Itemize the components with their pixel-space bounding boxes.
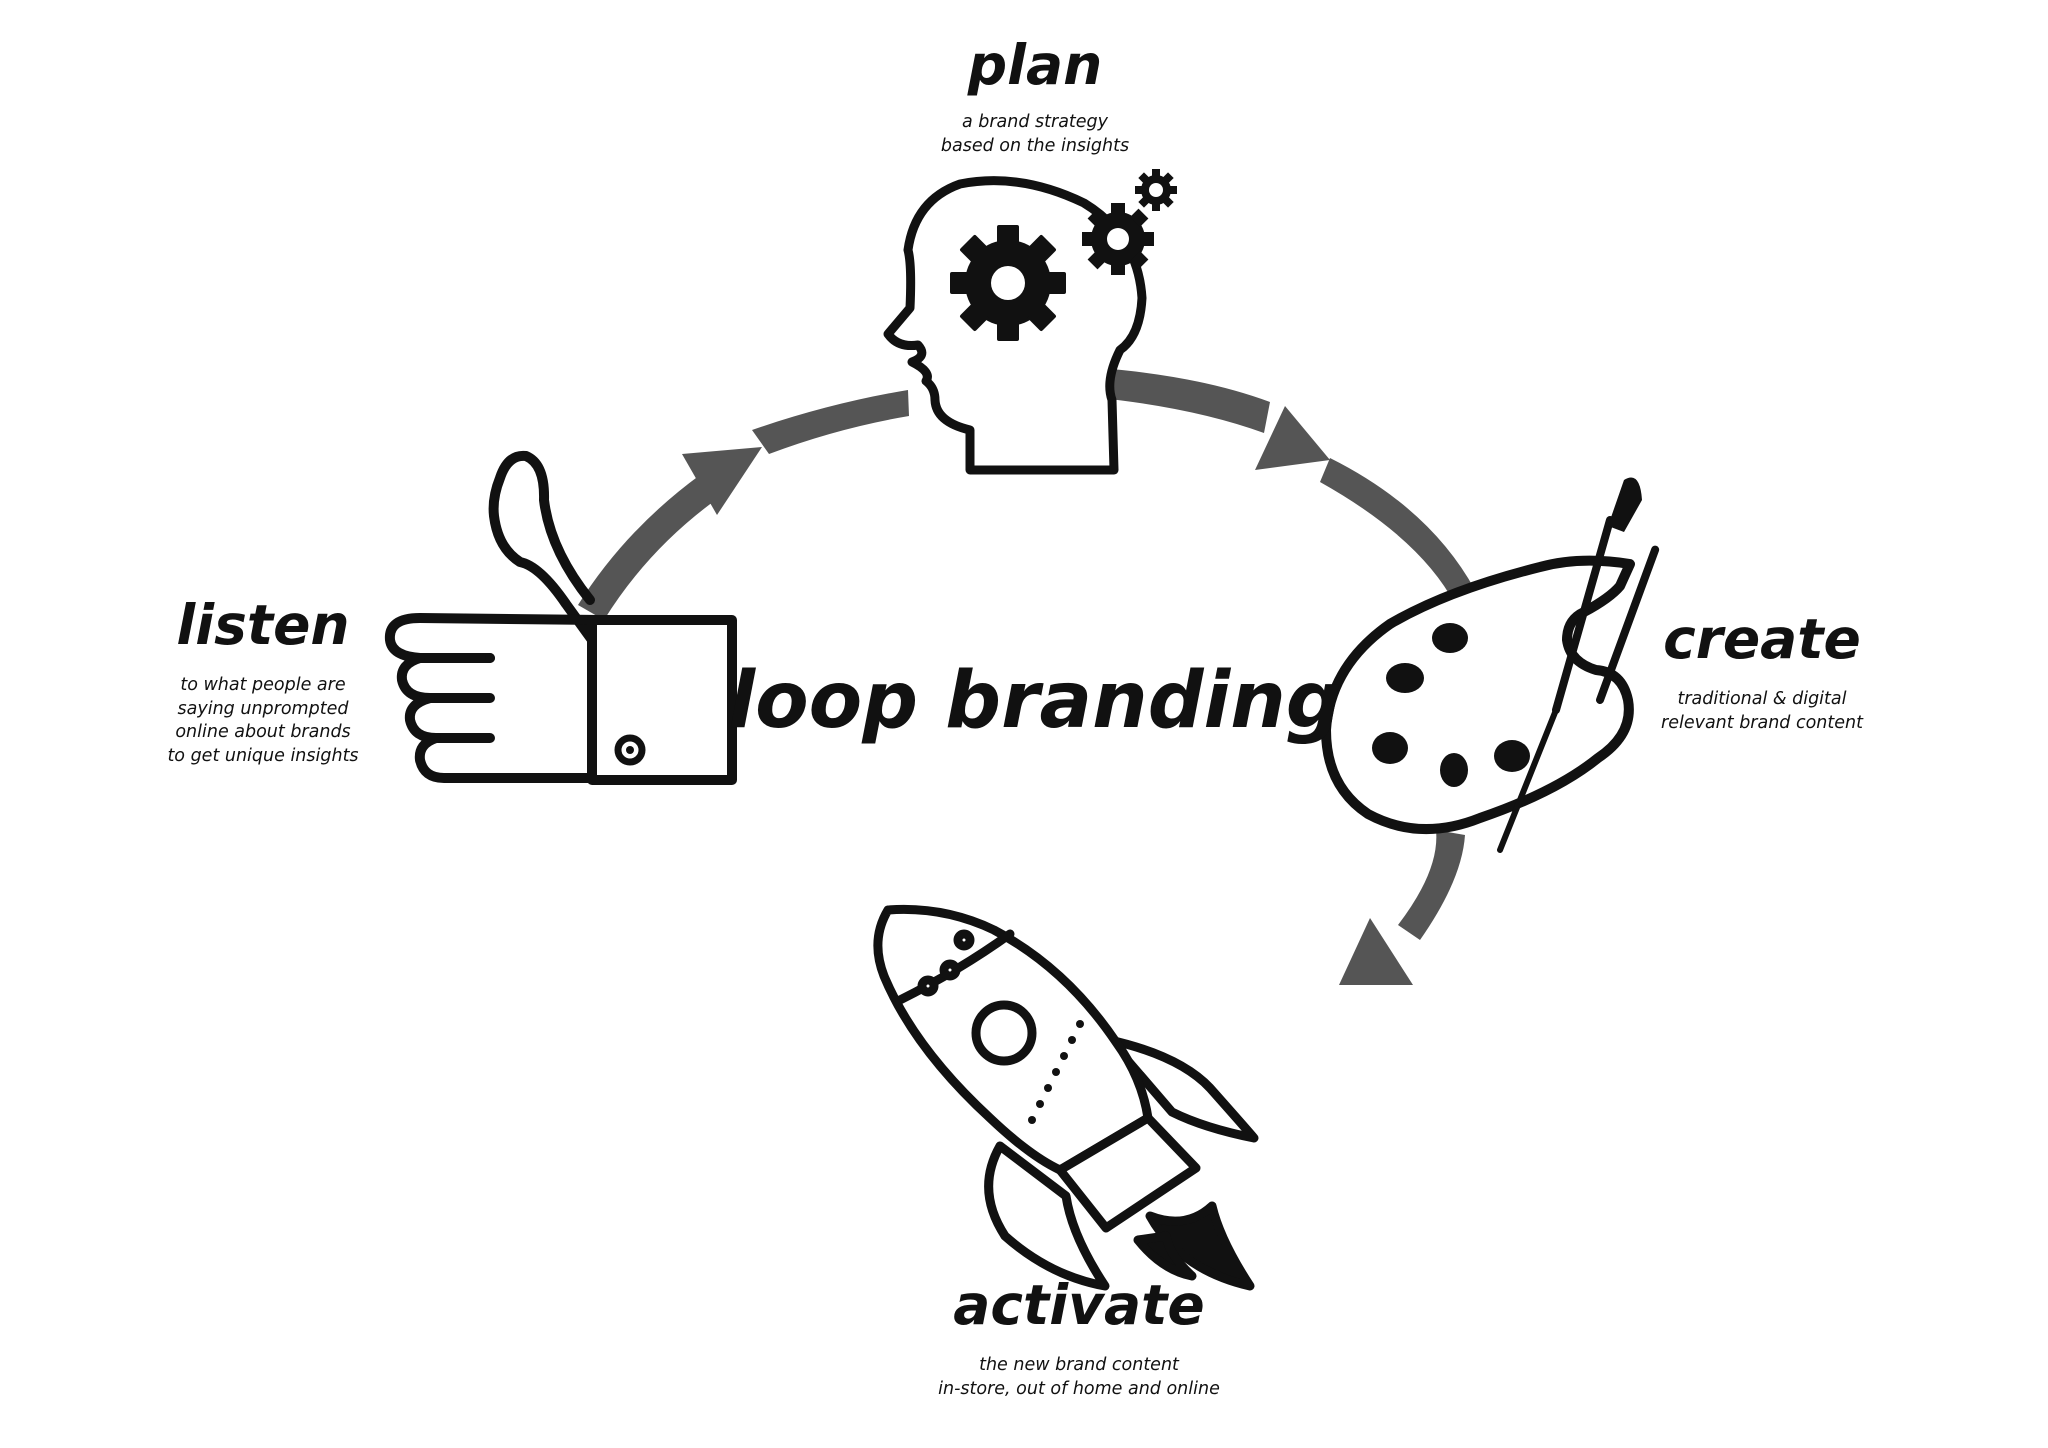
diagram-title: loop branding xyxy=(728,656,1342,746)
step-description-listen: to what people are saying unprompted onl… xyxy=(167,674,358,768)
arrowhead-to-plan xyxy=(682,447,762,515)
arrow-segment-create-to-activate xyxy=(1398,830,1465,940)
step-description-line: to what people are xyxy=(180,675,346,695)
step-title-create: create xyxy=(1663,607,1861,671)
step-description-line: to get unique insights xyxy=(167,745,359,766)
step-title-activate: activate xyxy=(953,1273,1205,1337)
arrow-segment-listen-to-plan xyxy=(578,475,717,620)
head-gears-icon xyxy=(883,169,1177,475)
arrow-segment-plan-1 xyxy=(752,390,909,454)
arrow-segment-plan-2 xyxy=(1100,368,1270,433)
step-description-line: relevant brand content xyxy=(1661,712,1863,733)
step-description-line: traditional & digital xyxy=(1677,689,1847,709)
arrowhead-to-create xyxy=(1255,406,1330,470)
arrow-segment-plan-to-create xyxy=(1320,458,1475,604)
step-title-listen: listen xyxy=(176,593,350,657)
step-description-line: saying unprompted xyxy=(177,698,349,719)
palette-brush-icon xyxy=(1321,477,1660,853)
step-description-line: based on the insights xyxy=(940,135,1130,156)
arrowhead-to-activate xyxy=(1339,918,1413,985)
loop-arrow xyxy=(578,368,1475,985)
step-description-line: online about brands xyxy=(175,722,351,742)
rocket-icon xyxy=(873,904,1259,1291)
step-description-plan: a brand strategy based on the insights xyxy=(941,111,1129,158)
step-description-line: in-store, out of home and online xyxy=(938,1378,1220,1399)
step-description-create: traditional & digital relevant brand con… xyxy=(1661,688,1863,735)
step-description-activate: the new brand content in-store, out of h… xyxy=(938,1354,1220,1401)
step-description-line: the new brand content xyxy=(979,1355,1179,1375)
thumbs-up-icon xyxy=(384,450,737,785)
step-description-line: a brand strategy xyxy=(961,112,1109,132)
step-title-plan: plan xyxy=(967,33,1103,97)
